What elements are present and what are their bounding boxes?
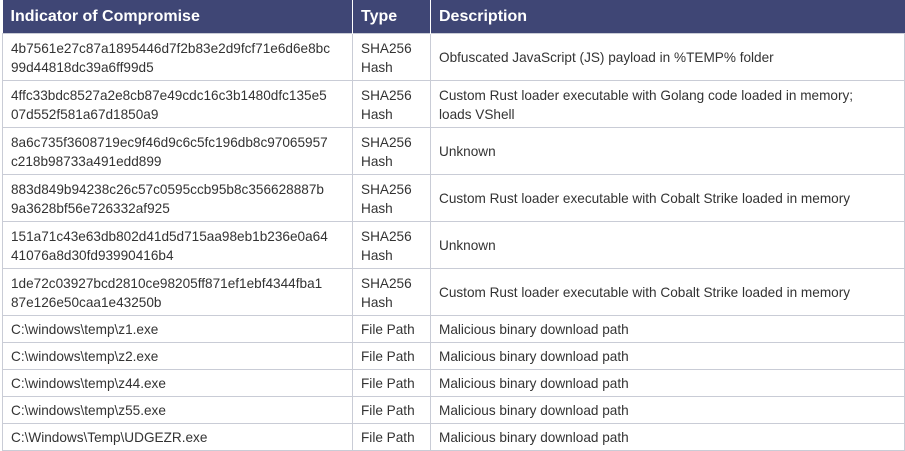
type-line: SHA256 [361, 87, 412, 103]
ioc-cell: 1de72c03927bcd2810ce98205ff871ef1ebf4344… [2, 268, 353, 316]
type-line: SHA256 [361, 275, 412, 291]
ioc-cell: 883d849b94238c26c57c0595ccb95b8c35662888… [2, 174, 353, 222]
table-row: 8a6c735f3608719ec9f46d9c6c5fc196db8c9706… [2, 127, 905, 175]
type-cell: File Path [352, 396, 431, 424]
type-cell: File Path [352, 342, 431, 370]
type-cell: File Path [352, 315, 431, 343]
table-row: 151a71c43e63db802d41d5d715aa98eb1b236e0a… [2, 221, 905, 269]
table-row: C:\windows\temp\z44.exe File Path Malici… [2, 369, 905, 397]
type-line: SHA256 [361, 228, 412, 244]
header-type: Type [352, 0, 431, 34]
table-row: 883d849b94238c26c57c0595ccb95b8c35662888… [2, 174, 905, 222]
ioc-line: 4ffc33bdc8527a2e8cb87e49cdc16c3b1480dfc1… [11, 87, 327, 103]
ioc-cell: 4b7561e27c87a1895446d7f2b83e2d9fcf71e6d6… [2, 33, 353, 81]
table-row: C:\windows\temp\z2.exe File Path Malicio… [2, 342, 905, 370]
ioc-line: 9a3628bf56e726332af925 [11, 200, 170, 216]
ioc-line: 07d552f581a67d1850a9 [11, 106, 159, 122]
ioc-cell: C:\Windows\Temp\UDGEZR.exe [2, 423, 353, 451]
type-line: Hash [361, 153, 393, 169]
description-line: loads VShell [439, 106, 515, 122]
type-line: Hash [361, 106, 393, 122]
ioc-cell: C:\windows\temp\z44.exe [2, 369, 353, 397]
description-cell: Custom Rust loader executable with Cobal… [430, 268, 905, 316]
description-cell: Custom Rust loader executable with Cobal… [430, 174, 905, 222]
ioc-line: 883d849b94238c26c57c0595ccb95b8c35662888… [11, 181, 324, 197]
ioc-line: 99d44818dc39a6ff99d5 [11, 59, 154, 75]
type-line: SHA256 [361, 181, 412, 197]
type-line: Hash [361, 200, 393, 216]
description-line: Custom Rust loader executable with Cobal… [439, 191, 851, 206]
description-line: Obfuscated JavaScript (JS) payload in %T… [439, 50, 774, 65]
header-row: Indicator of Compromise Type Description [2, 0, 905, 34]
table-header: Indicator of Compromise Type Description [2, 0, 905, 34]
type-line: Hash [361, 247, 393, 263]
table-body: 4b7561e27c87a1895446d7f2b83e2d9fcf71e6d6… [2, 33, 905, 451]
description-line: Custom Rust loader executable with Golan… [439, 87, 854, 103]
table-row: C:\windows\temp\z1.exe File Path Malicio… [2, 315, 905, 343]
header-description: Description [430, 0, 905, 34]
ioc-line: 8a6c735f3608719ec9f46d9c6c5fc196db8c9706… [11, 134, 328, 150]
description-cell: Obfuscated JavaScript (JS) payload in %T… [430, 33, 905, 81]
description-cell: Malicious binary download path [430, 396, 905, 424]
type-cell: File Path [352, 369, 431, 397]
description-line: Unknown [439, 144, 496, 159]
description-cell: Unknown [430, 127, 905, 175]
header-indicator: Indicator of Compromise [2, 0, 353, 34]
ioc-line: 87e126e50caa1e43250b [11, 294, 162, 310]
ioc-line: 41076a8d30fd93990416b4 [11, 247, 174, 263]
description-cell: Malicious binary download path [430, 423, 905, 451]
type-line: Hash [361, 294, 393, 310]
description-cell: Custom Rust loader executable with Golan… [430, 80, 905, 128]
ioc-cell: 4ffc33bdc8527a2e8cb87e49cdc16c3b1480dfc1… [2, 80, 353, 128]
ioc-cell: C:\windows\temp\z55.exe [2, 396, 353, 424]
table-row: C:\Windows\Temp\UDGEZR.exe File Path Mal… [2, 423, 905, 451]
type-cell: File Path [352, 423, 431, 451]
ioc-cell: C:\windows\temp\z2.exe [2, 342, 353, 370]
description-cell: Malicious binary download path [430, 369, 905, 397]
table-row: 4b7561e27c87a1895446d7f2b83e2d9fcf71e6d6… [2, 33, 905, 81]
table-row: 1de72c03927bcd2810ce98205ff871ef1ebf4344… [2, 268, 905, 316]
ioc-cell: 151a71c43e63db802d41d5d715aa98eb1b236e0a… [2, 221, 353, 269]
table-row: C:\windows\temp\z55.exe File Path Malici… [2, 396, 905, 424]
description-cell: Malicious binary download path [430, 342, 905, 370]
ioc-line: 151a71c43e63db802d41d5d715aa98eb1b236e0a… [11, 228, 328, 244]
ioc-cell: C:\windows\temp\z1.exe [2, 315, 353, 343]
description-cell: Malicious binary download path [430, 315, 905, 343]
type-line: SHA256 [361, 134, 412, 150]
table-row: 4ffc33bdc8527a2e8cb87e49cdc16c3b1480dfc1… [2, 80, 905, 128]
type-line: SHA256 [361, 40, 412, 56]
description-line: Unknown [439, 238, 496, 253]
description-line: Custom Rust loader executable with Cobal… [439, 285, 851, 300]
ioc-line: c218b98733a491edd899 [11, 153, 162, 169]
description-cell: Unknown [430, 221, 905, 269]
type-line: Hash [361, 59, 393, 75]
ioc-line: 1de72c03927bcd2810ce98205ff871ef1ebf4344… [11, 275, 323, 291]
ioc-line: 4b7561e27c87a1895446d7f2b83e2d9fcf71e6d6… [11, 40, 331, 56]
ioc-cell: 8a6c735f3608719ec9f46d9c6c5fc196db8c9706… [2, 127, 353, 175]
